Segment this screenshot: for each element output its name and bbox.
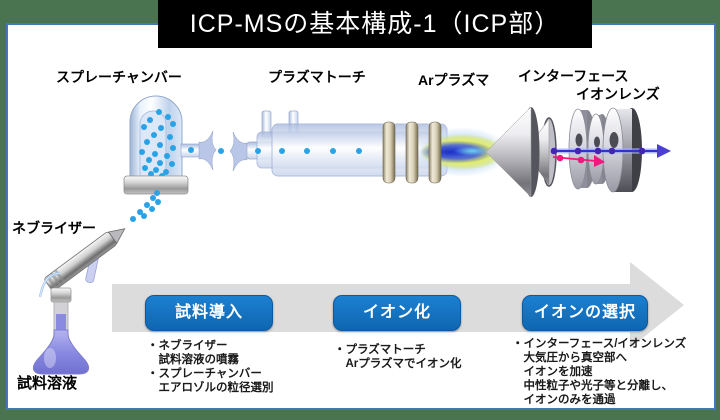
step-button-sample-introduction: 試料導入	[145, 295, 273, 331]
ion-beam-arrowhead-icon	[657, 144, 671, 158]
step-detail-line: ・スプレーチャンバー	[147, 368, 262, 380]
step-button-ionization: イオン化	[333, 295, 461, 331]
step-detail-line: 大気圧から真空部へ	[512, 352, 627, 364]
rejected-arrowhead-icon	[594, 155, 605, 167]
spray-trail-droplets-icon	[130, 190, 161, 222]
step-detail-line: ・インターフェース/イオンレンズ	[512, 338, 687, 350]
torch-droplets-icon	[188, 147, 362, 154]
rf-coil-graphic	[382, 121, 442, 184]
ion-lens-label: イオンレンズ	[576, 86, 660, 102]
step-detail-line: ・ネブライザー	[147, 340, 228, 352]
ion-beam-arrow	[550, 144, 671, 158]
step-detail-line: 中性粒子や光子等と分離し、	[512, 380, 673, 392]
rejected-dots-icon	[556, 154, 585, 164]
slide-background	[6, 23, 716, 410]
interface-cones-graphic	[485, 106, 557, 198]
step-detail-ion-selection: ・インターフェース/イオンレンズ 大気圧から真空部へ イオンを加速 中性粒子や光…	[512, 337, 686, 407]
plasma-torch-label: プラズマトーチ	[268, 69, 366, 85]
sample-solution-label: 試料溶液	[17, 375, 78, 392]
rejected-ion-arrow	[552, 154, 605, 167]
step-detail-line: Arプラズマでイオン化	[334, 358, 462, 370]
step-detail-line: イオンのみを通過	[512, 394, 616, 406]
step-detail-sample-introduction: ・ネブライザー 試料溶液の噴霧 ・スプレーチャンバー エアロゾルの粒径選別	[147, 339, 274, 395]
nebulizer-label: ネブライザー	[12, 220, 96, 236]
interface-label: インターフェース	[518, 68, 629, 84]
title-bar: ICP-MSの基本構成-1（ICP部）	[158, 0, 592, 48]
step-detail-line: 試料溶液の噴霧	[147, 354, 239, 366]
spray-chamber-graphic	[123, 95, 217, 195]
step-detail-line: エアロゾルの粒径選別	[147, 382, 274, 394]
step-detail-ionization: ・プラズマトーチ Arプラズマでイオン化	[334, 343, 462, 371]
ion-dots-icon	[550, 147, 646, 155]
step-button-ion-selection: イオンの選択	[522, 295, 648, 331]
nebulizer-graphic	[38, 228, 126, 298]
ar-plasma-label: Arプラズマ	[418, 72, 490, 88]
step-detail-line: イオンを加速	[512, 366, 593, 378]
step-detail-line: ・プラズマトーチ	[334, 344, 426, 356]
spray-chamber-label: スプレーチャンバー	[56, 69, 182, 85]
sample-flask-graphic	[32, 287, 90, 375]
